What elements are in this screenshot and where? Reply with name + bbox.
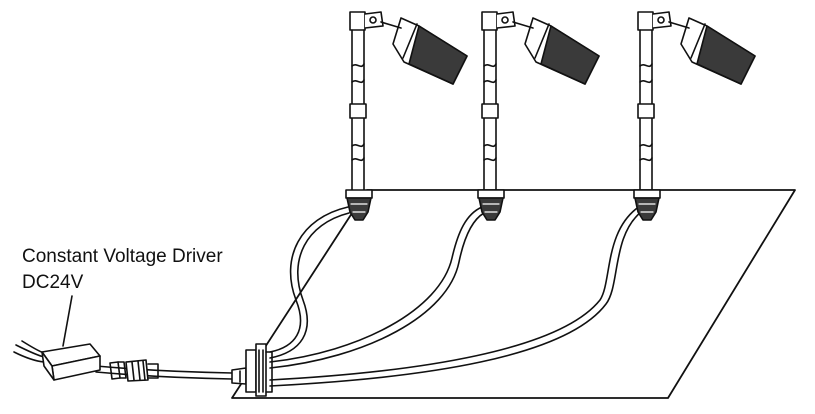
fixture-elbow [349,11,366,31]
branch-cable-1 [269,206,350,359]
fixture-pivot [369,16,377,24]
base-ridges [350,203,368,213]
base-connector [478,197,504,221]
splitter-hub [231,343,273,397]
lamp-body [408,25,468,85]
base-collar [633,189,661,199]
lamp-arm [380,21,402,29]
spotlight-fixture-3 [633,11,756,221]
base-ridges [482,203,500,213]
driver-voltage-label: DC24V [22,272,84,293]
base-collar [477,189,505,199]
stem-band [637,103,655,119]
lamp-arm [512,21,534,29]
stem-wrap [483,157,497,162]
stem-band [481,103,499,119]
stem-wrap [639,157,653,162]
stem-wrap [351,79,365,84]
branch-cable-2 [269,206,485,369]
spotlight-fixture-1 [345,11,468,221]
stem-wrap [639,79,653,84]
fixture-knuckle [496,11,516,29]
driver-input-leads [13,340,45,363]
lamp-collar [534,23,550,59]
base-ridges [638,203,656,213]
driver-box [41,343,101,381]
driver-leader-line [62,295,73,347]
stem-wrap [351,63,365,68]
lamp-arm [668,21,690,29]
lamp-collar [402,23,418,59]
stem-wrap [639,143,653,148]
branch-cable-3 [269,205,642,387]
stem-wrap [351,143,365,148]
base-connector [634,197,660,221]
stem-wrap [483,143,497,148]
lamp-body [696,25,756,85]
spotlight-fixture-2 [477,11,600,221]
lamp-body [540,25,600,85]
fixture-elbow [481,11,498,31]
fixture-knuckle [364,11,384,29]
main-cable [95,365,233,380]
driver-name-label: Constant Voltage Driver [22,246,223,267]
fixture-elbow [637,11,654,31]
stem-wrap [639,63,653,68]
stem-wrap [483,63,497,68]
stem-band [349,103,367,119]
inline-connector [109,359,159,382]
stem-wrap [483,79,497,84]
fixture-pivot [501,16,509,24]
lamp-collar [690,23,706,59]
stem-wrap [351,157,365,162]
fixture-group [345,11,756,221]
base-collar [345,189,373,199]
fixture-pivot [657,16,665,24]
fixture-knuckle [652,11,672,29]
